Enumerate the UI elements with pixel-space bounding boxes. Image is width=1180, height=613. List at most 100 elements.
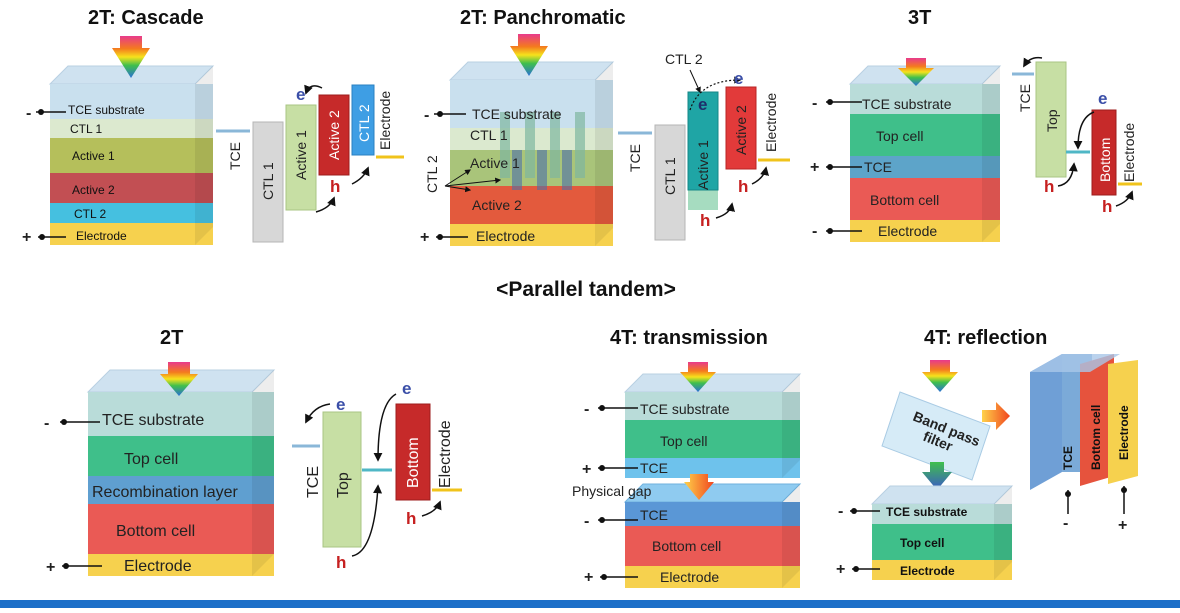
trans-minus-2: - [584,513,589,530]
cascade-stack [48,65,215,245]
panch-bar-tce: TCE [627,144,643,172]
panch-layer-electrode: Electrode [476,228,535,244]
3t-layer-electrode: Electrode [878,223,937,239]
title-reflection: 4T: reflection [924,327,1047,349]
reflection-bottom-stack [870,485,1014,580]
panch-band-diagram [618,86,790,241]
2t-hole-2: h [406,509,416,528]
panch-ctl2-side: CTL 2 [424,155,440,193]
cascade-layer-active1: Active 1 [72,149,115,163]
panch-hole-2: h [700,211,710,230]
light-arrow-icon [510,34,548,76]
parallel-tandem-label: <Parallel tandem> [496,278,676,301]
2t-layer-bottom: Bottom cell [116,523,195,540]
cascade-layer-ctl1: CTL 1 [70,122,103,136]
3t-layer-tce-sub: TCE substrate [862,96,952,112]
panch-electron: e [698,95,707,114]
cascade-bar-electrode: Electrode [377,91,393,150]
cascade-layer-electrode: Electrode [76,229,127,243]
3t-layer-tce: TCE [864,159,892,175]
cascade-bar-tce: TCE [227,142,243,170]
cascade-layer-active2: Active 2 [72,183,115,197]
trans-layer-electrode: Electrode [660,569,719,585]
light-arrow-icon [112,36,150,78]
light-arrow-icon [898,58,934,86]
trans-layer-tce-sub: TCE substrate [640,401,730,417]
panch-ctl2-top: CTL 2 [665,51,703,67]
cascade-minus: - [26,105,31,122]
trans-layer-tce: TCE [640,460,668,476]
title-transmission: 4T: transmission [610,327,768,349]
refl-layer-electrode: Electrode [900,564,955,578]
panch-plus: + [420,229,429,246]
3t-bar-electrode: Electrode [1121,123,1137,182]
title-panchromatic: 2T: Panchromatic [460,7,626,29]
3t-stack [848,65,1002,242]
2t-hole-1: h [336,553,346,572]
band-pass-filter [881,391,991,481]
cascade-bar-ctl1: CTL 1 [260,162,276,200]
reflection-side-stack [1030,354,1138,490]
title-cascade: 2T: Cascade [88,7,204,29]
trans-layer-bottom: Bottom cell [652,538,721,554]
refl-plus-1: + [836,561,845,578]
refl-side-tce: TCE [1061,446,1075,470]
3t-hole-1: h [1044,177,1054,196]
cascade-band-diagram [216,84,404,243]
light-arrow-icon [680,362,716,392]
panch-bar-active1: Active 1 [695,140,711,190]
trans-layer-top: Top cell [660,433,707,449]
panch-layer-active1: Active 1 [470,155,520,171]
bottom-accent-bar [0,600,1180,608]
cascade-layer-ctl2: CTL 2 [74,207,107,221]
reflected-light-arrow-icon [982,402,1010,430]
refl-minus-2: - [1063,515,1068,532]
2t-electron-1: e [336,395,345,414]
3t-band-diagram [1012,61,1142,196]
2t-minus: - [44,415,49,432]
3t-plus: + [810,159,819,176]
2t-layer-electrode: Electrode [124,558,192,575]
panch-layer-ctl1: CTL 1 [470,127,508,143]
3t-layer-top: Top cell [876,128,923,144]
3t-minus-2: - [812,223,817,240]
cascade-plus: + [22,229,31,246]
trans-plus-1: + [582,461,591,478]
3t-bar-bottom: Bottom [1097,138,1113,182]
panch-layer-tce: TCE substrate [472,106,562,122]
title-2t: 2T [160,327,183,349]
panch-electron-2: e [734,69,743,88]
trans-minus-1: - [584,401,589,418]
filtered-light-arrow-icon [684,474,714,500]
panch-minus: - [424,107,429,124]
panch-bar-ctl1: CTL 1 [662,157,678,195]
panch-bar-active2: Active 2 [733,105,749,155]
trans-plus-2: + [584,569,593,586]
2t-bar-electrode: Electrode [437,420,454,488]
refl-layer-tce: TCE substrate [886,505,968,519]
title-3t: 3T [908,7,931,29]
2t-bar-top: Top [335,472,352,498]
2t-band-diagram [292,403,462,548]
light-arrow-icon [160,362,198,396]
refl-side-electrode: Electrode [1117,405,1131,460]
cascade-electron: e [296,85,305,104]
trans-layer-tce-2: TCE [640,507,668,523]
panch-bar-electrode: Electrode [763,93,779,152]
light-arrow-icon [922,360,958,392]
2t-bar-bottom: Bottom [405,437,422,488]
refl-plus-2: + [1118,517,1127,534]
3t-hole-2: h [1102,197,1112,216]
cascade-bar-active2: Active 2 [326,110,342,160]
refl-side-bottom: Bottom cell [1089,405,1103,470]
transmission-top-stack [623,373,802,478]
cascade-bar-active1: Active 1 [293,130,309,180]
transmitted-light-arrow-icon [922,462,952,490]
2t-plus: + [46,559,55,576]
panch-layer-active2: Active 2 [472,197,522,213]
3t-bar-top: Top [1044,109,1060,132]
trans-gap: Physical gap [572,483,652,499]
refl-minus-1: - [838,503,843,520]
